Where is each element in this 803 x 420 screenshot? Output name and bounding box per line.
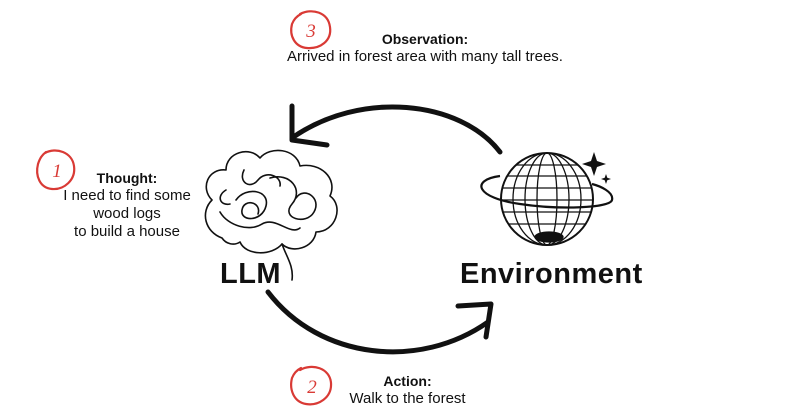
thought-text-line-3: to build a house [74, 222, 180, 240]
thought-title: Thought: [96, 170, 158, 186]
thought-text-line-1: I need to find some [63, 186, 191, 204]
action-label: Action: Walk to the forest [335, 373, 480, 408]
step-badge-1: 1 [36, 149, 76, 191]
thought-label: Thought: I need to find some wood logs t… [52, 170, 202, 241]
action-text: Walk to the forest [349, 389, 466, 407]
step-badge-3: 3 [290, 10, 332, 50]
llm-label: LLM [220, 258, 282, 290]
observation-title: Observation: [381, 31, 469, 47]
brain-icon [204, 149, 338, 281]
environment-label: Environment [460, 258, 643, 290]
observation-label: Observation: Arrived in forest area with… [250, 31, 600, 66]
sparkle-icon [582, 152, 611, 184]
observation-text: Arrived in forest area with many tall tr… [287, 47, 563, 65]
observation-arrow [289, 103, 503, 155]
step-badge-2-number: 2 [307, 377, 317, 398]
globe-icon [480, 152, 614, 246]
step-badge-3-number: 3 [305, 21, 316, 42]
thought-text-line-2: wood logs [93, 204, 161, 222]
step-badge-2: 2 [290, 365, 333, 406]
action-arrow [265, 289, 494, 355]
step-badge-1-number: 1 [52, 161, 62, 182]
action-title: Action: [383, 373, 432, 389]
